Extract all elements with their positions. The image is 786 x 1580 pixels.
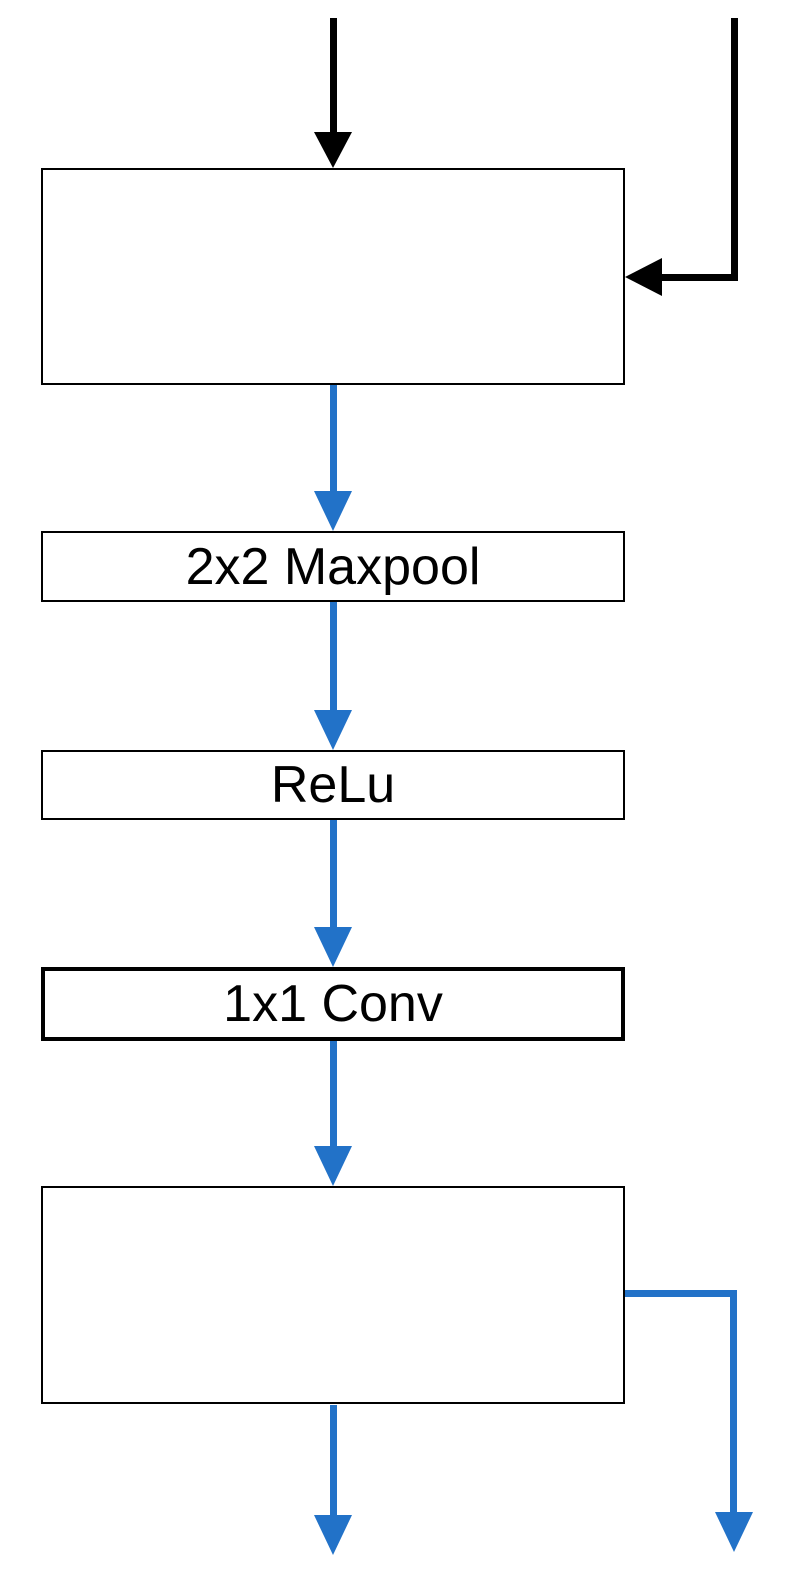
skip-output-arrow-vertical xyxy=(730,1290,737,1516)
node-maxpool-label: 2x2 Maxpool xyxy=(185,537,481,596)
node-maxpool: 2x2 Maxpool xyxy=(41,531,625,602)
skip-output-arrowhead-icon xyxy=(715,1512,753,1552)
edge-block-to-maxpool-shaft xyxy=(330,385,337,495)
output-arrowhead-icon xyxy=(314,1515,352,1555)
node-relu: ReLu xyxy=(41,750,625,820)
edge-relu-to-conv-arrowhead-icon xyxy=(314,927,352,967)
node-input-block xyxy=(41,168,625,385)
skip-output-arrow-horizontal xyxy=(625,1290,737,1297)
edge-maxpool-to-relu-arrowhead-icon xyxy=(314,710,352,750)
node-relu-label: ReLu xyxy=(270,756,396,814)
node-conv-label: 1x1 Conv xyxy=(223,975,443,1033)
edge-conv-to-block-arrowhead-icon xyxy=(314,1146,352,1186)
edge-conv-to-block-shaft xyxy=(330,1041,337,1150)
input-arrowhead-icon xyxy=(314,132,352,168)
edge-maxpool-to-relu-shaft xyxy=(330,602,337,714)
skip-input-arrow-horizontal xyxy=(662,274,738,281)
edge-relu-to-conv-shaft xyxy=(330,820,337,931)
node-conv: 1x1 Conv xyxy=(41,967,625,1041)
output-arrow-shaft xyxy=(330,1405,337,1519)
node-output-block xyxy=(41,1186,625,1404)
input-arrow-shaft xyxy=(330,18,337,132)
edge-block-to-maxpool-arrowhead-icon xyxy=(314,491,352,531)
skip-input-arrow-vertical xyxy=(731,18,738,281)
skip-input-arrowhead-icon xyxy=(625,258,662,296)
